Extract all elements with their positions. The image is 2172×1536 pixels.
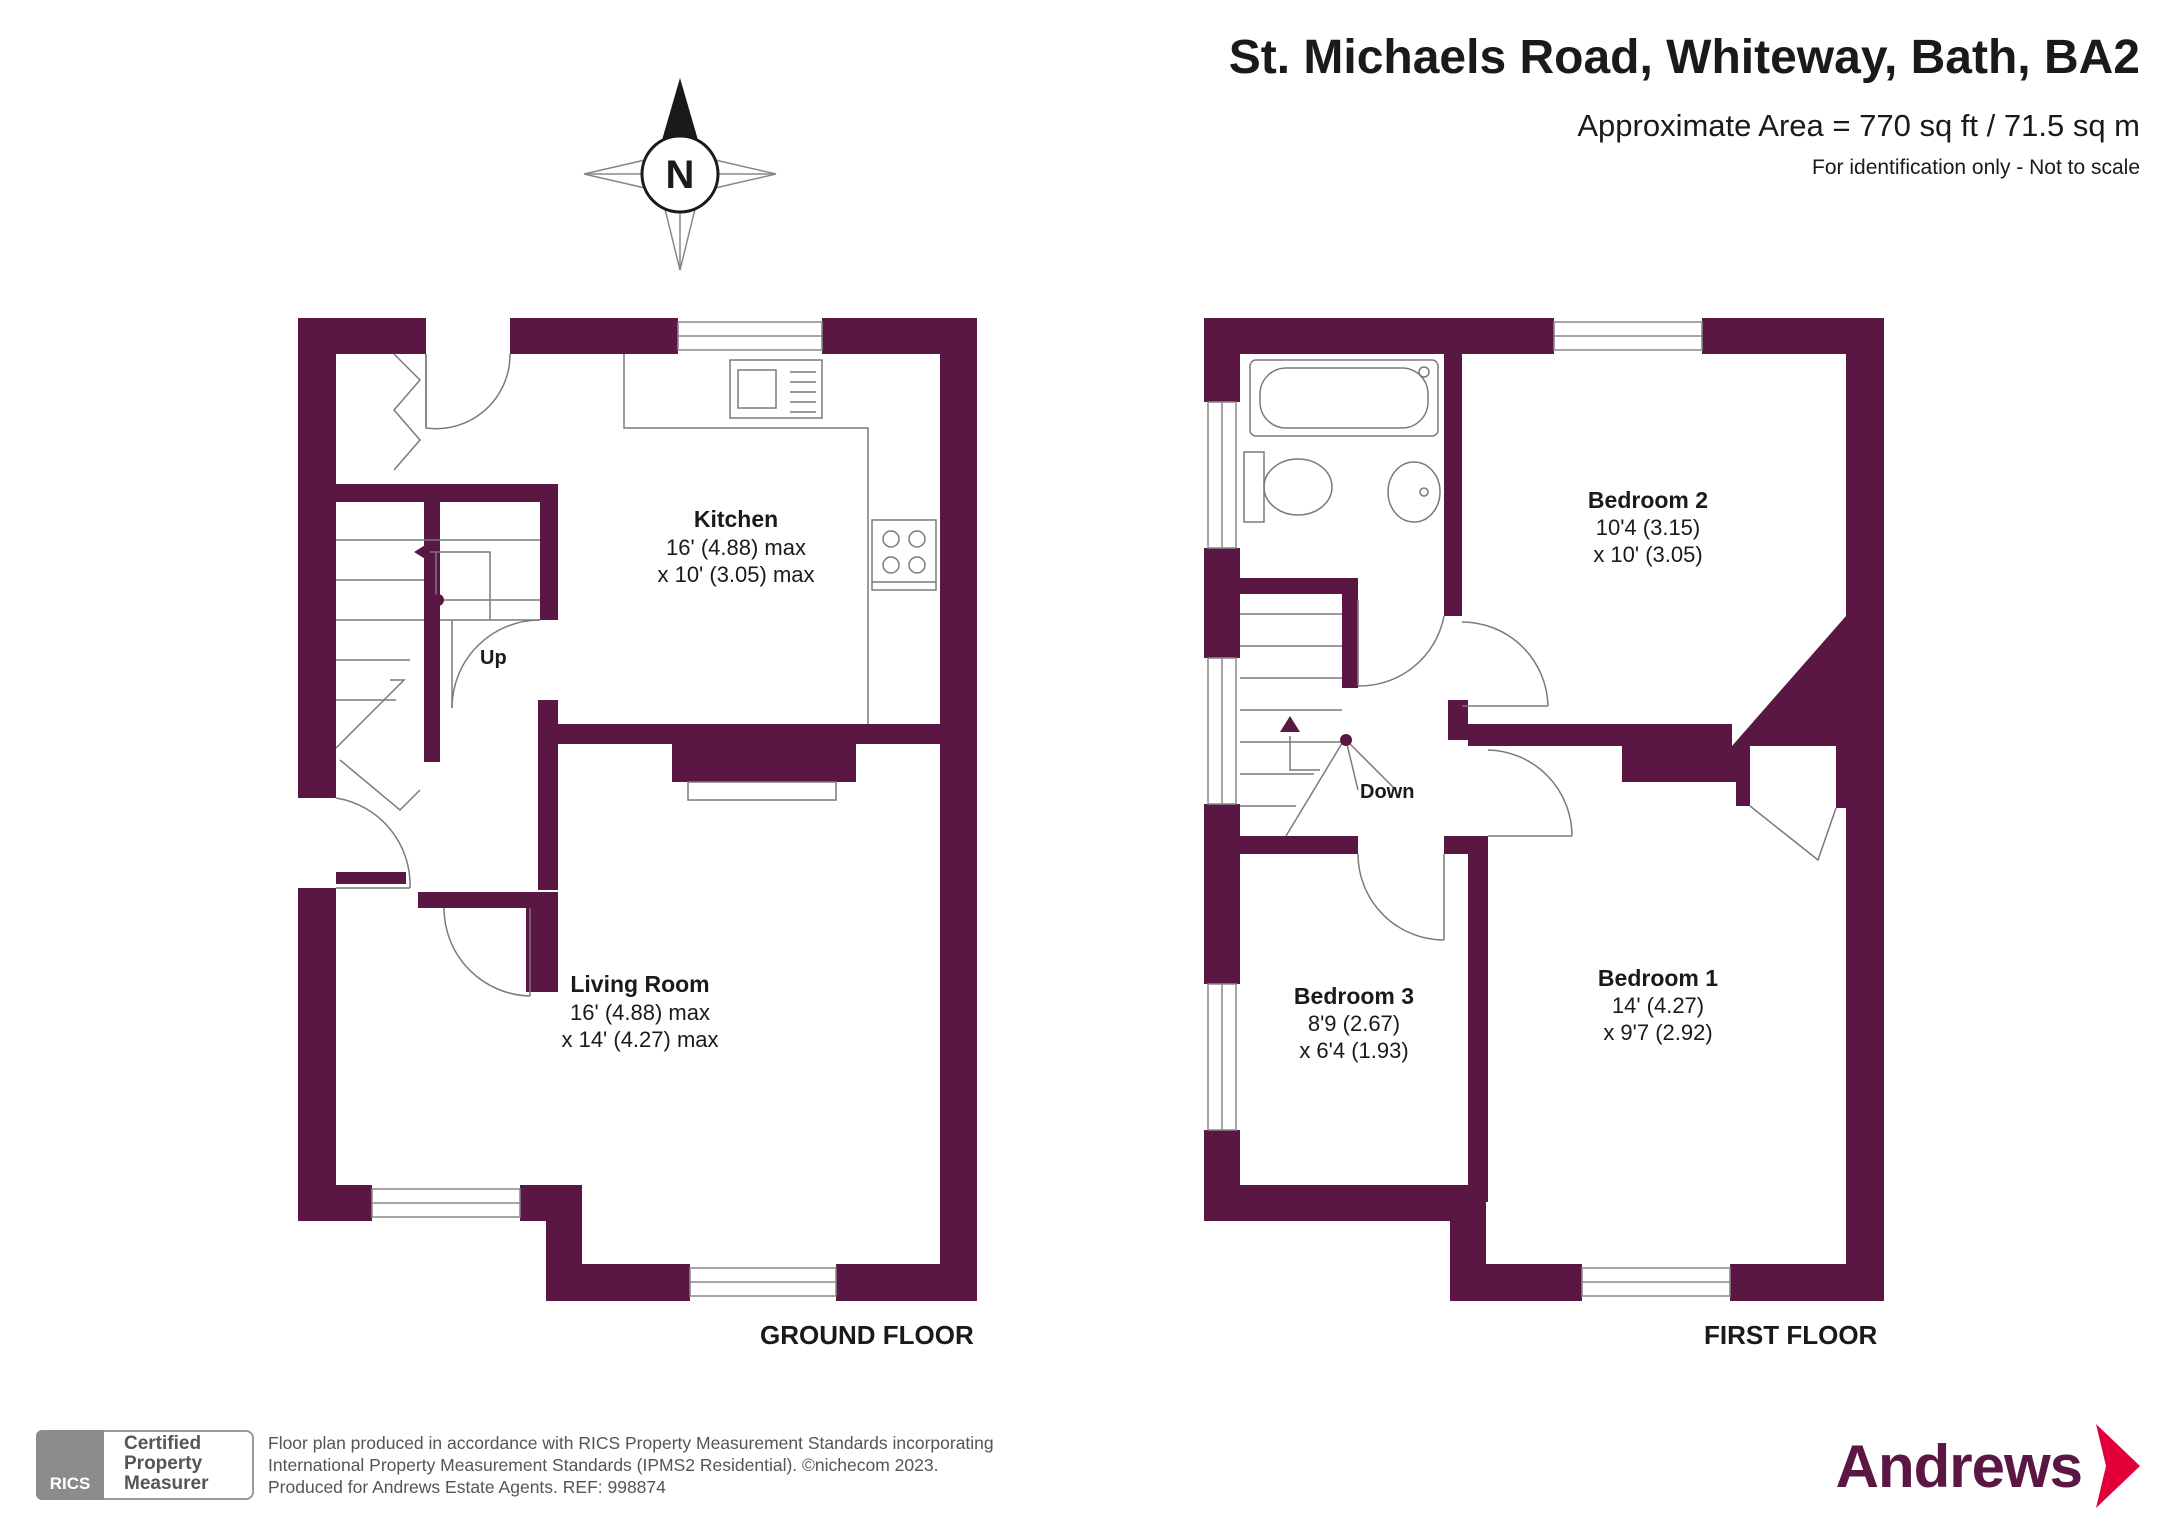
compass-label: N xyxy=(666,153,695,197)
kitchen-dim-2: x 10' (3.05) max xyxy=(657,562,814,587)
page-title: St. Michaels Road, Whiteway, Bath, BA2 xyxy=(1228,31,2140,84)
bedroom-3-name: Bedroom 3 xyxy=(1294,983,1414,1009)
first-floor-walls xyxy=(1204,318,1884,1301)
bedroom-1-dim-1: 14' (4.27) xyxy=(1612,993,1704,1018)
stairs-down-label: Down xyxy=(1360,781,1414,803)
stairs-arrow-icon xyxy=(1280,716,1300,732)
living-room-dim-2: x 14' (4.27) max xyxy=(561,1027,718,1052)
living-room-dim-1: 16' (4.88) max xyxy=(570,1000,710,1025)
kitchen-dim-1: 16' (4.88) max xyxy=(666,535,806,560)
bedroom-2-name: Bedroom 2 xyxy=(1588,487,1708,513)
approximate-area: Approximate Area = 770 sq ft / 71.5 sq m xyxy=(1577,108,2140,143)
stairs-newel-icon xyxy=(1340,734,1352,746)
rics-line-1: Certified xyxy=(124,1433,202,1454)
footer-line-2: International Property Measurement Stand… xyxy=(268,1455,939,1475)
ground-floor-label: GROUND FLOOR xyxy=(760,1320,974,1350)
rics-line-2: Property xyxy=(124,1453,203,1474)
bedroom-3-dim-2: x 6'4 (1.93) xyxy=(1299,1038,1408,1063)
bathroom-fixtures xyxy=(1243,359,1441,523)
ground-floor-walls xyxy=(298,318,977,1301)
rics-logo: RICS xyxy=(36,1430,104,1500)
bedroom-1-name: Bedroom 1 xyxy=(1598,965,1718,991)
first-floor-windows xyxy=(1207,321,1731,1297)
stairs-arrow-icon xyxy=(414,542,430,562)
bedroom-1-dim-2: x 9'7 (2.92) xyxy=(1603,1020,1712,1045)
kitchen-name: Kitchen xyxy=(694,506,778,532)
ground-floor-stairs xyxy=(335,539,540,749)
first-floor-label: FIRST FLOOR xyxy=(1704,1320,1878,1350)
rics-badge-text: Certified Property Measurer xyxy=(124,1434,209,1494)
chevron-right-icon xyxy=(2096,1424,2140,1508)
rics-logo-text: RICS xyxy=(49,1474,91,1493)
rics-line-3: Measurer xyxy=(124,1473,209,1494)
bedroom-2-dim-2: x 10' (3.05) xyxy=(1593,542,1702,567)
stairs-newel-icon xyxy=(432,594,444,606)
first-floor-doors xyxy=(1357,600,1837,941)
scale-note: For identification only - Not to scale xyxy=(1812,156,2140,179)
footer-line-1: Floor plan produced in accordance with R… xyxy=(268,1433,994,1453)
bedroom-2-dim-1: 10'4 (3.15) xyxy=(1596,515,1701,540)
living-room-name: Living Room xyxy=(570,971,709,997)
compass-rose-icon xyxy=(583,78,777,271)
footer-disclaimer: Floor plan produced in accordance with R… xyxy=(268,1432,994,1498)
bedroom-3-dim-1: 8'9 (2.67) xyxy=(1308,1011,1400,1036)
brand-logo: Andrews xyxy=(1835,1433,2083,1500)
footer-line-3: Produced for Andrews Estate Agents. REF:… xyxy=(268,1477,666,1497)
kitchen-fixtures xyxy=(623,354,937,801)
ground-floor-windows xyxy=(371,321,837,1297)
first-floor-stairs xyxy=(1240,613,1397,837)
stairs-up-label: Up xyxy=(480,647,507,669)
ground-floor-doors xyxy=(335,353,541,997)
